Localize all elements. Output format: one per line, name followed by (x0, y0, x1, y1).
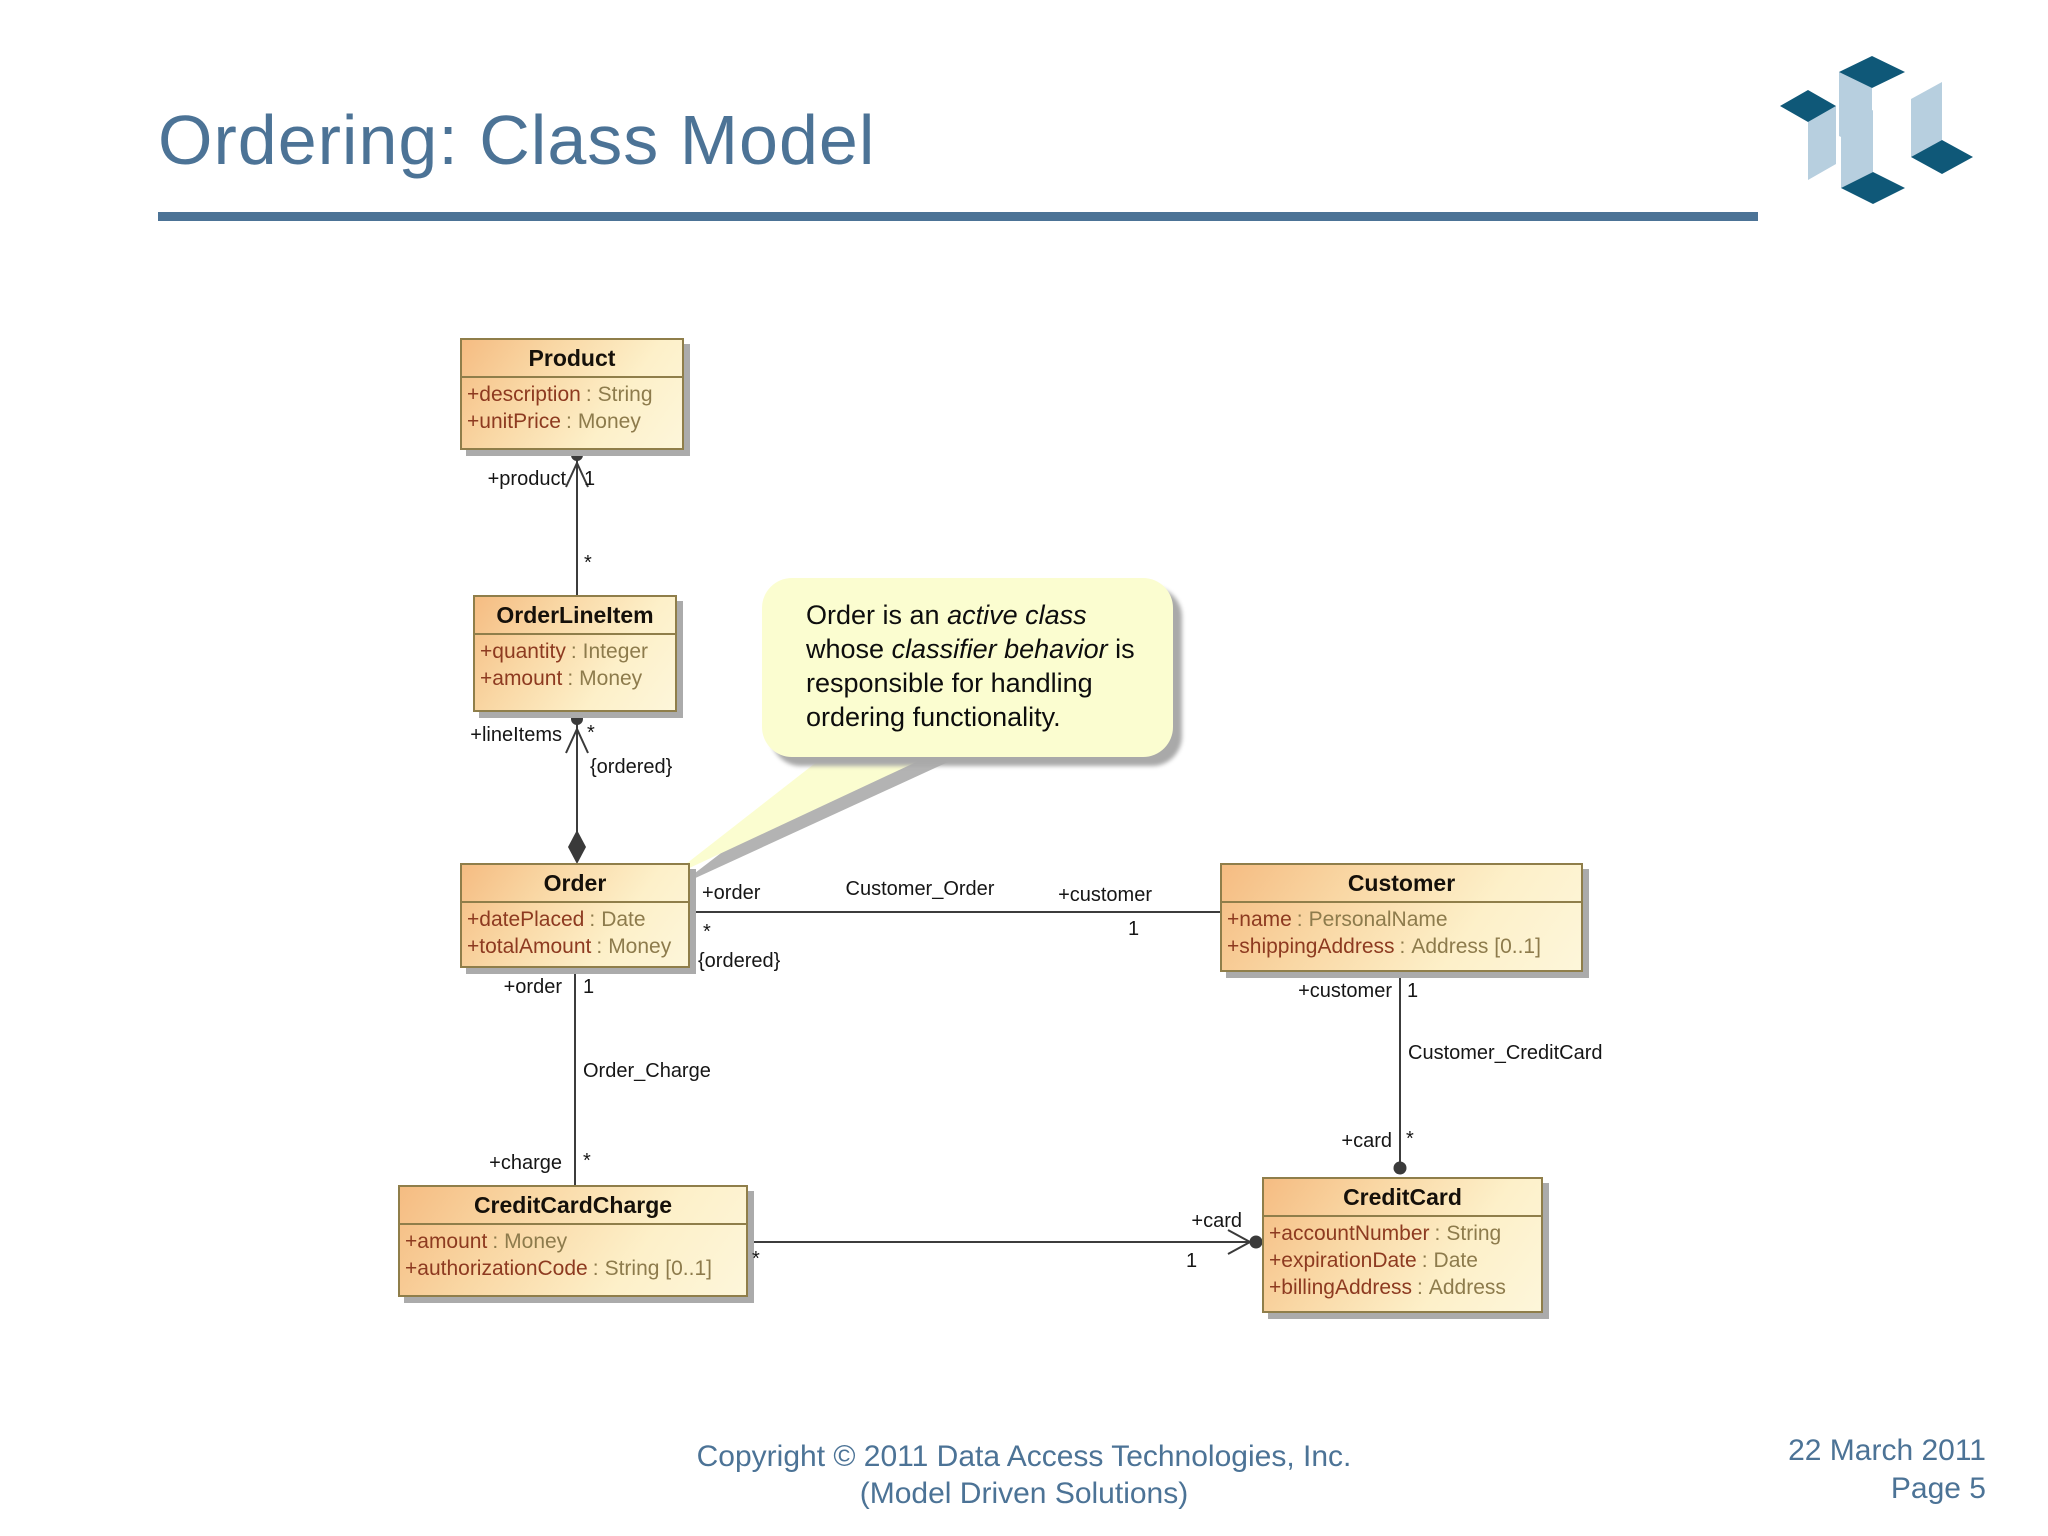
class-orderlineitem: OrderLineItem +quantity:Integer +amount:… (473, 595, 677, 712)
note-tail-shadow (678, 748, 948, 886)
attribute: +billingAddress:Address (1269, 1276, 1506, 1299)
role-label-lineitems: +lineItems (470, 724, 562, 746)
role-label-product: +product (487, 468, 566, 490)
role-label-card: +card (1191, 1210, 1242, 1232)
footer-copyright-line1: Copyright © 2011 Data Access Technologie… (696, 1440, 1352, 1473)
multiplicity-label: * (703, 921, 711, 943)
footer-copyright-line2: (Model Driven Solutions) (859, 1477, 1189, 1510)
company-logo-icon (1780, 56, 1973, 204)
open-arrowhead (565, 460, 589, 488)
role-label-order: +order (503, 976, 562, 998)
association-dot (1393, 1161, 1407, 1175)
footer-date-page: 22 March 2011 Page 5 (1788, 1432, 1986, 1508)
class-creditcardcharge: CreditCardCharge +amount:Money +authoriz… (398, 1185, 748, 1297)
class-customer: Customer +name:PersonalName +shippingAdd… (1220, 863, 1583, 972)
association-name-order-charge: Order_Charge (583, 1060, 711, 1082)
class-product: Product +description:String +unitPrice:M… (460, 338, 684, 450)
attribute: +accountNumber:String (1269, 1222, 1502, 1245)
multiplicity-label: 1 (1128, 918, 1140, 940)
association-dot (571, 449, 583, 461)
multiplicity-label: * (1406, 1128, 1414, 1150)
attribute: +datePlaced:Date (467, 908, 646, 931)
class-order-title: Order (462, 865, 688, 903)
title-underline (158, 212, 1758, 221)
attribute: +authorizationCode:String [0..1] (405, 1257, 712, 1280)
note-text: is responsible for handling ordering fun… (806, 634, 1135, 732)
multiplicity-label: * (583, 1150, 591, 1172)
role-label-order: +order (702, 882, 761, 904)
page-title: Ordering: Class Model (158, 101, 876, 179)
multiplicity-label: 1 (1407, 980, 1419, 1002)
role-label-card: +card (1341, 1130, 1392, 1152)
composition-diamond (568, 830, 586, 864)
note-text: Order is an (806, 600, 948, 630)
open-arrowhead (565, 726, 589, 754)
note-callout: Order is an active class whose classifie… (762, 578, 1173, 757)
attribute: +description:String (467, 383, 653, 406)
class-order: Order +datePlaced:Date +totalAmount:Mone… (460, 863, 690, 968)
attribute: +quantity:Integer (480, 640, 649, 663)
role-label-customer: +customer (1058, 884, 1152, 906)
association-dot (571, 713, 583, 725)
multiplicity-label: 1 (583, 976, 595, 998)
attribute: +shippingAddress:Address [0..1] (1227, 935, 1541, 958)
multiplicity-label: 1 (584, 468, 596, 490)
multiplicity-label: * (587, 722, 595, 744)
attribute: +totalAmount:Money (467, 935, 672, 958)
footer-page-number: Page 5 (1890, 1472, 1986, 1505)
class-product-title: Product (462, 340, 682, 378)
multiplicity-label: * (752, 1248, 760, 1270)
class-customer-title: Customer (1222, 865, 1581, 903)
constraint-label-ordered: {ordered} (698, 950, 781, 972)
note-text-italic: classifier behavior (891, 634, 1108, 664)
multiplicity-label: * (584, 552, 592, 574)
class-orderlineitem-title: OrderLineItem (475, 597, 675, 635)
class-creditcard-title: CreditCard (1264, 1179, 1541, 1217)
multiplicity-label: 1 (1186, 1250, 1198, 1272)
attribute: +expirationDate:Date (1269, 1249, 1478, 1272)
class-creditcard: CreditCard +accountNumber:String +expira… (1262, 1177, 1543, 1313)
note-tail (668, 736, 942, 878)
attribute: +unitPrice:Money (467, 410, 641, 433)
class-creditcardcharge-title: CreditCardCharge (400, 1187, 746, 1225)
association-dot (1249, 1235, 1263, 1249)
attribute: +amount:Money (480, 667, 643, 690)
role-label-customer: +customer (1298, 980, 1392, 1002)
constraint-label-ordered: {ordered} (590, 756, 673, 778)
note-text: whose (806, 634, 892, 664)
role-label-charge: +charge (489, 1152, 562, 1174)
note-text-italic: active class (947, 600, 1087, 630)
footer-copyright: Copyright © 2011 Data Access Technologie… (0, 1438, 2048, 1512)
association-name-customer-order: Customer_Order (845, 878, 995, 900)
attribute: +amount:Money (405, 1230, 568, 1253)
attribute: +name:PersonalName (1227, 908, 1448, 931)
association-name-customer-creditcard: Customer_CreditCard (1408, 1042, 1603, 1064)
footer-date: 22 March 2011 (1788, 1434, 1986, 1467)
